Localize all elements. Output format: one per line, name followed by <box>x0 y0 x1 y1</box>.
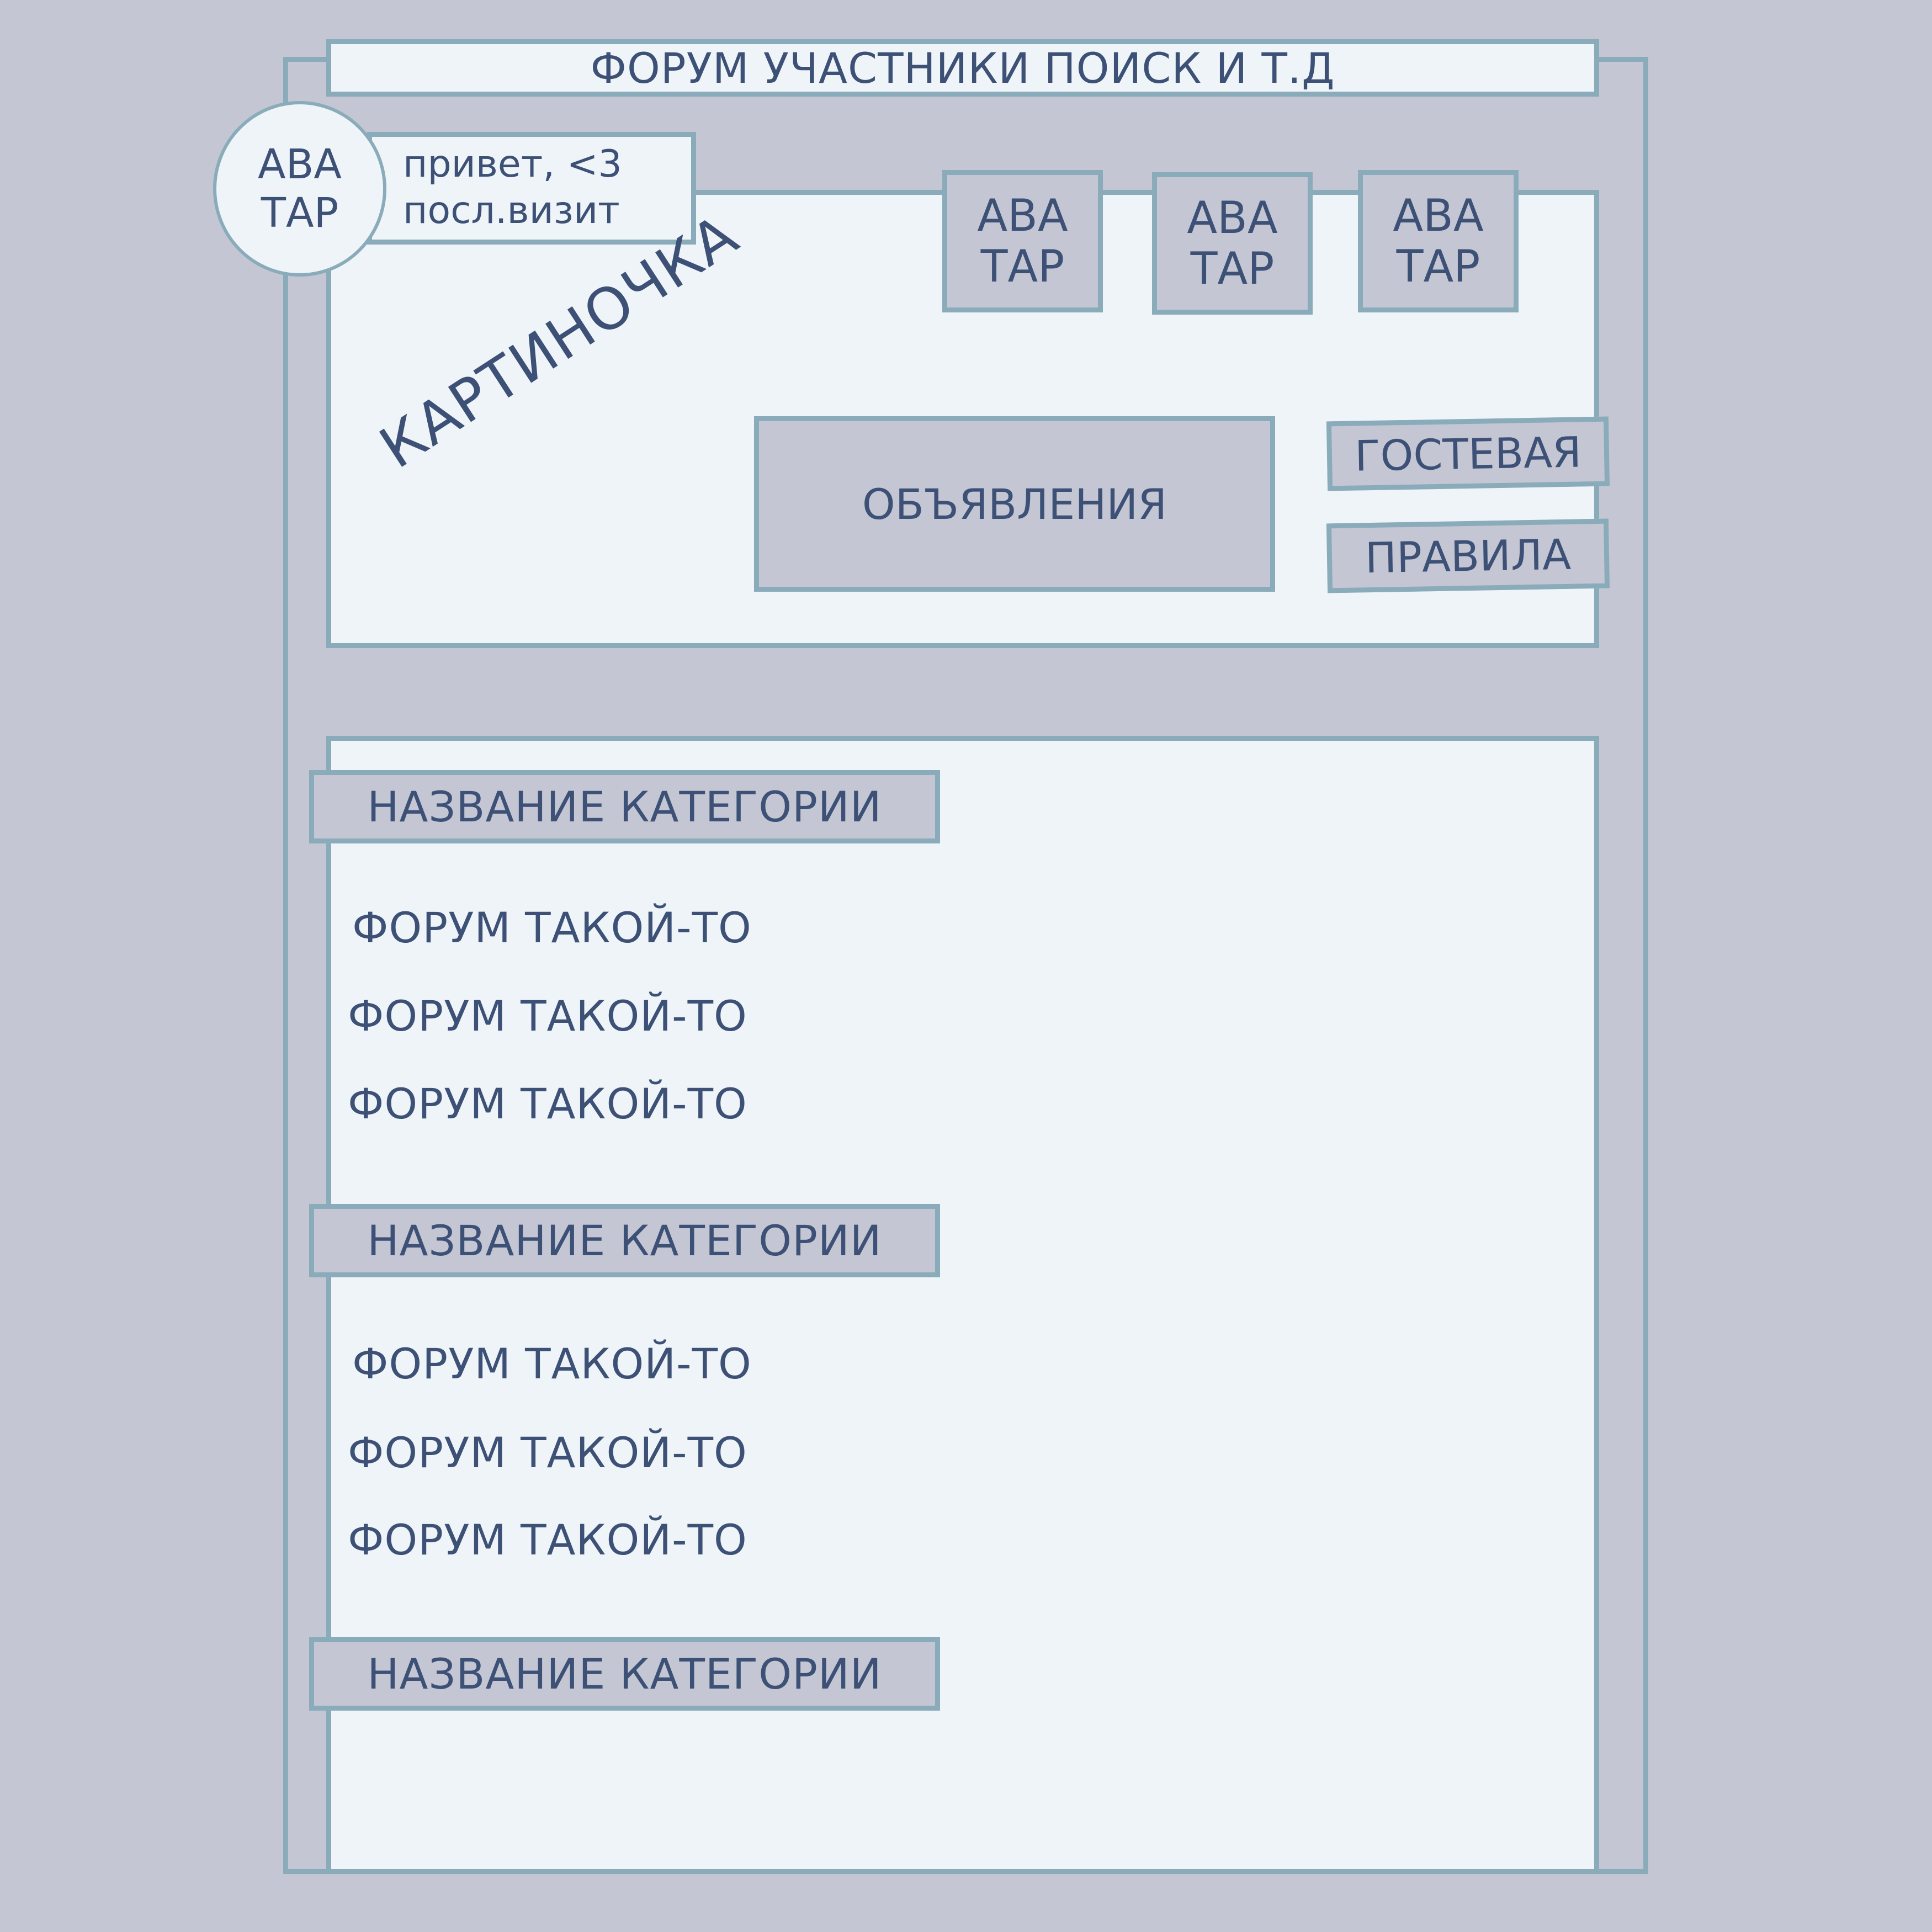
avatar-label-line1: АВА <box>977 190 1068 241</box>
forum-link[interactable]: ФОРУМ ТАКОЙ-ТО <box>348 991 747 1041</box>
featured-avatar-1[interactable]: АВА ТАР <box>942 170 1103 312</box>
featured-avatar-3[interactable]: АВА ТАР <box>1358 170 1519 312</box>
greeting-text: привет, <3 <box>403 142 622 186</box>
featured-avatar-2[interactable]: АВА ТАР <box>1152 172 1313 315</box>
category-title: НАЗВАНИЕ КАТЕГОРИИ <box>367 1216 882 1265</box>
guestbook-label: ГОСТЕВАЯ <box>1354 427 1582 481</box>
avatar-label-line1: АВА <box>1393 190 1484 241</box>
rules-button[interactable]: ПРАВИЛА <box>1326 518 1610 593</box>
rules-label: ПРАВИЛА <box>1365 529 1572 582</box>
avatar-label-line1: АВА <box>1187 192 1278 243</box>
category-header[interactable]: НАЗВАНИЕ КАТЕГОРИИ <box>309 1637 940 1711</box>
announcements-block[interactable]: ОБЪЯВЛЕНИЯ <box>754 416 1275 592</box>
avatar-label-line2: ТАР <box>1190 243 1275 294</box>
nav-title[interactable]: ФОРУМ УЧАСТНИКИ ПОИСК И Т.Д <box>590 43 1335 93</box>
forum-link[interactable]: ФОРУМ ТАКОЙ-ТО <box>348 1515 747 1564</box>
guestbook-button[interactable]: ГОСТЕВАЯ <box>1326 416 1610 491</box>
forum-link[interactable]: ФОРУМ ТАКОЙ-ТО <box>352 1339 752 1388</box>
user-avatar[interactable]: АВА ТАР <box>213 101 386 277</box>
avatar-label-line2: ТАР <box>980 241 1065 292</box>
forum-link[interactable]: ФОРУМ ТАКОЙ-ТО <box>352 903 752 952</box>
category-title: НАЗВАНИЕ КАТЕГОРИИ <box>367 782 882 831</box>
category-title: НАЗВАНИЕ КАТЕГОРИИ <box>367 1649 882 1699</box>
avatar-label-line2: ТАР <box>261 189 339 237</box>
forum-link[interactable]: ФОРУМ ТАКОЙ-ТО <box>348 1428 747 1477</box>
forum-link[interactable]: ФОРУМ ТАКОЙ-ТО <box>348 1079 747 1128</box>
last-visit-text[interactable]: посл.визит <box>403 189 620 232</box>
avatar-label-line1: АВА <box>257 141 342 188</box>
announcements-label: ОБЪЯВЛЕНИЯ <box>862 479 1167 529</box>
category-header[interactable]: НАЗВАНИЕ КАТЕГОРИИ <box>309 1204 940 1277</box>
category-header[interactable]: НАЗВАНИЕ КАТЕГОРИИ <box>309 770 940 843</box>
top-nav-bar[interactable]: ФОРУМ УЧАСТНИКИ ПОИСК И Т.Д <box>326 39 1599 97</box>
avatar-label-line2: ТАР <box>1396 241 1480 292</box>
user-greeting-box: привет, <3 посл.визит <box>367 132 696 245</box>
